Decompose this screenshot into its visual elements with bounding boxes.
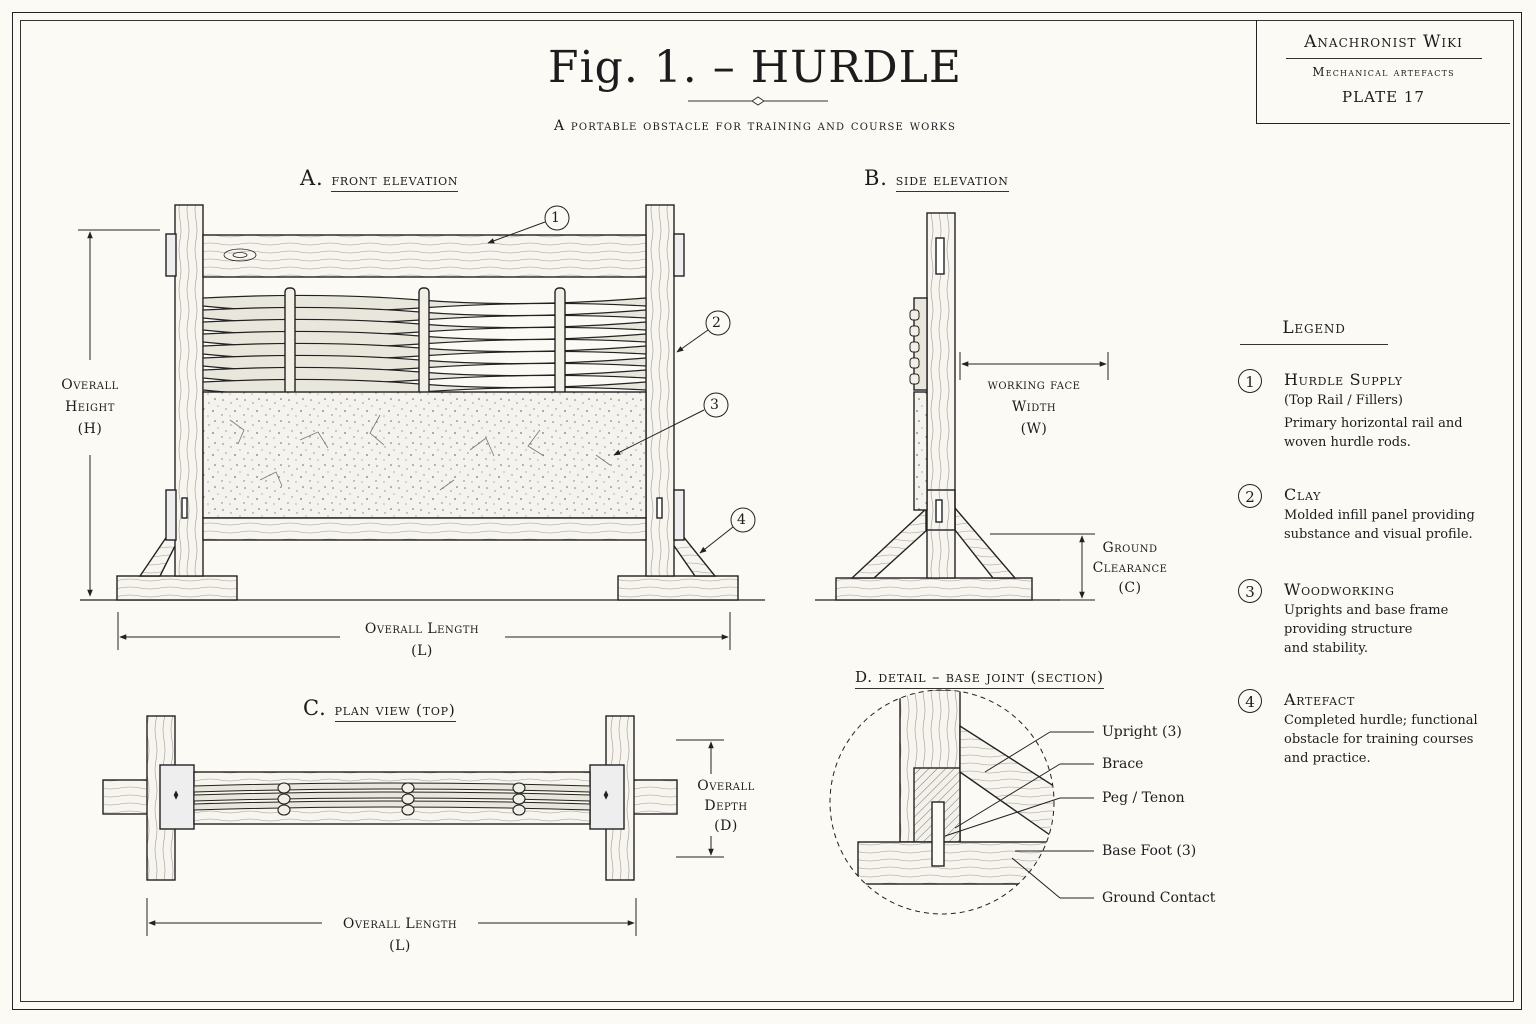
dim-width-line1: working face xyxy=(987,377,1081,393)
legend-desc-3a: Uprights and base frame xyxy=(1284,603,1449,618)
legend-num-1: 1 xyxy=(1238,369,1262,393)
section-front-heading: A. front elevation xyxy=(300,166,459,192)
plan-view xyxy=(102,715,678,881)
section-detail-label: D. detail – base joint (section) xyxy=(855,668,1104,689)
dim-depth-label: Overall Depth (D) xyxy=(680,776,772,836)
plate-category: Mechanical artefacts xyxy=(1312,65,1455,79)
legend-item-1: 1 Hurdle Supply (Top Rail / Fillers) Pri… xyxy=(1238,369,1498,452)
legend-name-2: Clay xyxy=(1284,485,1322,504)
callout-number-2: 2 xyxy=(712,315,721,331)
dim-depth-line2: Depth xyxy=(704,798,748,814)
title-ornament xyxy=(688,96,828,106)
legend-num-3: 3 xyxy=(1238,579,1262,603)
page-title: Fig. 1. – HURDLE xyxy=(548,42,962,93)
side-elevation xyxy=(815,212,1060,601)
legend-item-2: 2 Clay Molded infill panel providing sub… xyxy=(1238,484,1498,544)
plate-wiki: Anachronist Wiki xyxy=(1304,32,1463,52)
section-side-heading: B. side elevation xyxy=(864,166,1009,192)
dim-clearance-line2: Clearance xyxy=(1092,560,1168,576)
section-detail-heading: D. detail – base joint (section) xyxy=(855,668,1104,689)
plate-number: PLATE 17 xyxy=(1342,88,1425,106)
section-side-letter: B. xyxy=(864,166,888,190)
callout-circle-2 xyxy=(705,310,731,336)
dim-height-line2: Height xyxy=(65,399,115,415)
detail-label-base-foot: Base Foot (3) xyxy=(1102,843,1197,859)
legend-item-3: 3 Woodworking Uprights and base frame pr… xyxy=(1238,579,1498,658)
dim-depth-line1: Overall xyxy=(697,778,755,794)
inner-frame xyxy=(20,20,1514,1002)
legend-desc-3c: and stability. xyxy=(1284,641,1368,656)
section-front-letter: A. xyxy=(300,166,324,190)
dim-clearance-line1: Ground xyxy=(1102,540,1158,556)
dim-length-front-line1: Overall Length xyxy=(364,621,480,637)
front-dimensions xyxy=(78,229,731,650)
legend-sub-1: (Top Rail / Fillers) xyxy=(1284,393,1403,408)
legend-title: Legend xyxy=(1240,318,1388,345)
legend-desc-4a: Completed hurdle; functional xyxy=(1284,713,1478,728)
dim-length-plan-label: Overall Length (L) xyxy=(320,913,480,957)
dim-height-line3: (H) xyxy=(77,421,103,437)
dim-depth-line3: (D) xyxy=(714,818,738,834)
legend-num-4: 4 xyxy=(1238,689,1262,713)
legend-desc-2b: substance and visual profile. xyxy=(1284,527,1473,542)
dim-width-line2: Width xyxy=(1011,399,1057,415)
section-plan-heading: C. plan view (top) xyxy=(303,696,456,722)
plate-separator xyxy=(1285,58,1482,59)
legend-name-3: Woodworking xyxy=(1284,580,1395,599)
dim-width-line3: (W) xyxy=(1020,421,1048,437)
legend-desc-4b: obstacle for training courses xyxy=(1284,732,1474,747)
legend-name-4: Artefact xyxy=(1284,690,1355,709)
dim-clearance-line3: (C) xyxy=(1118,580,1142,596)
section-side-label: side elevation xyxy=(895,171,1009,192)
plan-dimensions xyxy=(146,739,724,936)
legend-desc-1b: woven hurdle rods. xyxy=(1284,435,1411,450)
callout-circle-3 xyxy=(703,392,729,418)
section-plan-letter: C. xyxy=(303,696,327,720)
detail-label-peg: Peg / Tenon xyxy=(1102,790,1185,806)
callout-number-4: 4 xyxy=(737,512,746,528)
callout-number-1: 1 xyxy=(551,210,560,226)
callout-number-3: 3 xyxy=(710,397,719,413)
legend-desc-4c: and practice. xyxy=(1284,751,1371,766)
legend-desc-3b: providing structure xyxy=(1284,622,1413,637)
dim-length-plan-line1: Overall Length xyxy=(342,916,458,932)
detail-label-brace: Brace xyxy=(1102,756,1144,772)
callout-circle-4 xyxy=(730,507,756,533)
dim-width-label: working face Width (W) xyxy=(964,374,1104,440)
detail-label-ground-contact: Ground Contact xyxy=(1102,890,1216,906)
legend-desc-2a: Molded infill panel providing xyxy=(1284,508,1475,523)
plate-box: Anachronist Wiki Mechanical artefacts PL… xyxy=(1256,20,1510,124)
dim-length-front-line2: (L) xyxy=(411,643,433,659)
legend-num-2: 2 xyxy=(1238,484,1262,508)
front-callouts xyxy=(487,205,756,554)
legend-name-1: Hurdle Supply xyxy=(1284,370,1403,389)
legend-desc-1a: Primary horizontal rail and xyxy=(1284,416,1463,431)
dim-height-line1: Overall xyxy=(61,377,119,393)
front-elevation xyxy=(80,204,765,601)
dim-length-plan-line2: (L) xyxy=(389,938,411,954)
callout-circle-1 xyxy=(544,205,570,231)
dim-clearance-label: Ground Clearance (C) xyxy=(1080,538,1180,598)
dim-height-label: Overall Height (H) xyxy=(40,374,140,440)
dim-length-front-label: Overall Length (L) xyxy=(342,618,502,662)
legend-item-4: 4 Artefact Completed hurdle; functional … xyxy=(1238,689,1498,768)
section-plan-label: plan view (top) xyxy=(334,701,456,722)
detail-label-upright: Upright (3) xyxy=(1102,724,1182,740)
page-subtitle: A portable obstacle for training and cou… xyxy=(553,118,957,134)
section-front-label: front elevation xyxy=(331,171,459,192)
outer-frame xyxy=(12,12,1522,1010)
side-dimensions xyxy=(959,352,1109,601)
detail-leaders xyxy=(944,731,1094,899)
detail-base-joint xyxy=(829,689,1055,915)
